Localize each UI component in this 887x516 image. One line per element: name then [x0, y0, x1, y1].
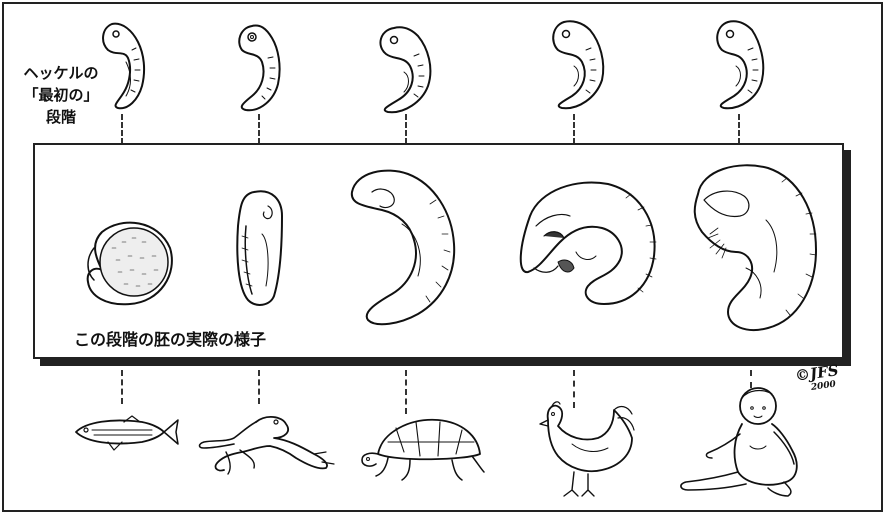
haeckel-label-line-3: 段階	[18, 106, 104, 128]
haeckel-embryo-5-icon	[712, 18, 768, 112]
connector-top-4	[573, 114, 575, 144]
actual-embryo-4-icon	[516, 176, 660, 308]
haeckel-first-stage-label: ヘッケルの 「最初の」 段階	[18, 62, 104, 128]
chicken-icon	[528, 398, 636, 498]
haeckel-embryo-3-icon	[374, 22, 438, 116]
actual-embryo-3-icon	[342, 164, 464, 330]
actual-embryo-1-icon	[72, 212, 176, 308]
frog-icon	[196, 412, 336, 478]
haeckel-label-line-2: 「最初の」	[18, 84, 104, 106]
connector-top-3	[405, 114, 407, 144]
connector-bottom-3	[405, 370, 407, 414]
actual-embryo-5-icon	[682, 160, 822, 336]
haeckel-embryo-4-icon	[548, 18, 608, 112]
connector-top-1	[121, 114, 123, 144]
connector-bottom-2	[258, 370, 260, 404]
fish-icon	[72, 414, 182, 452]
actual-embryo-caption: この段階の胚の実際の様子	[74, 326, 266, 350]
connector-top-5	[738, 114, 740, 144]
turtle-icon	[358, 414, 486, 486]
human-baby-icon	[676, 384, 808, 500]
actual-embryo-2-icon	[232, 186, 286, 310]
connector-top-2	[258, 114, 260, 144]
connector-bottom-1	[121, 370, 123, 404]
haeckel-embryo-1-icon	[98, 20, 148, 112]
haeckel-label-line-1: ヘッケルの	[18, 62, 104, 84]
haeckel-embryo-2-icon	[234, 22, 284, 112]
